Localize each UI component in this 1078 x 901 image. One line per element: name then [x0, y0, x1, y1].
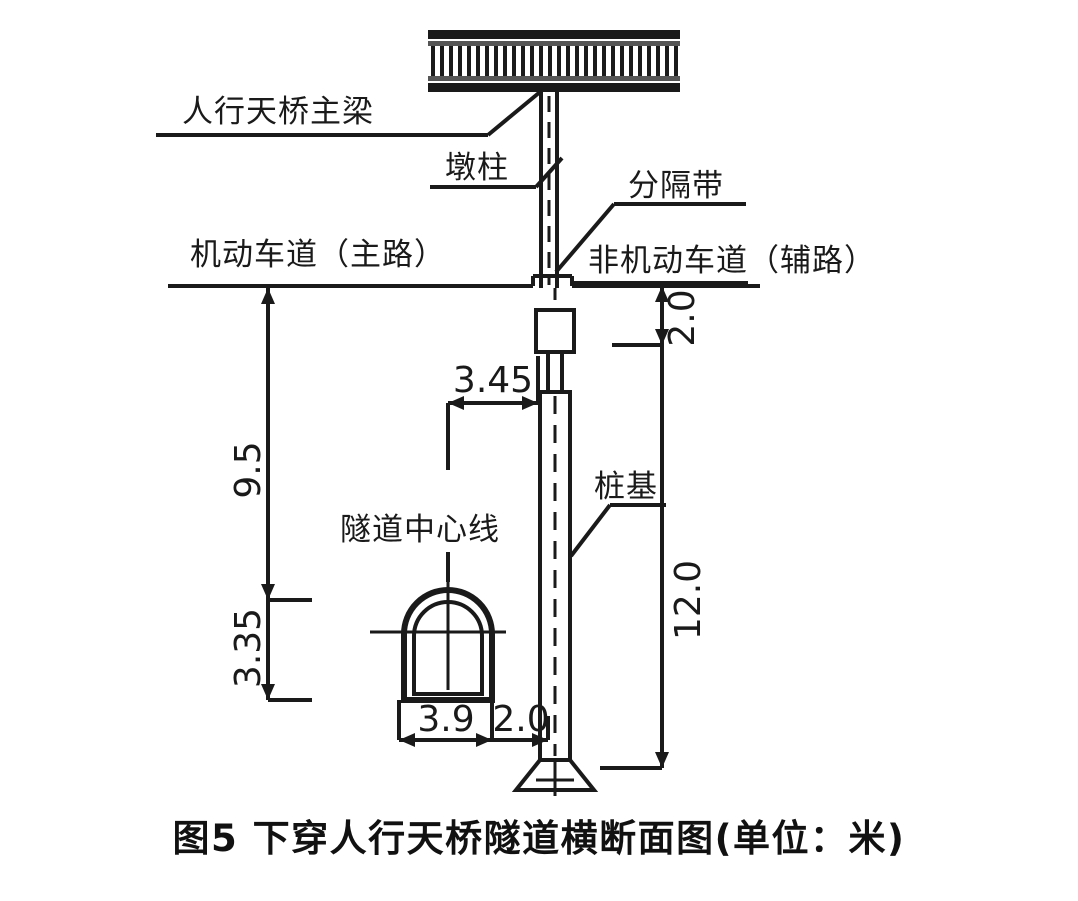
- dimension-cap-depth-2_0: 2.0: [612, 286, 703, 347]
- leader-pile-foundation: [569, 503, 666, 558]
- dimension-tunnel-height-3_35: 3.35: [228, 600, 312, 702]
- dimension-value-2_0-horizontal: 2.0: [492, 699, 549, 740]
- label-motor-lane: 机动车道（主路）: [190, 237, 446, 273]
- figure-caption: 图5 下穿人行天桥隧道横断面图(单位：米): [172, 817, 906, 860]
- dimension-value-12_0: 12.0: [668, 560, 709, 640]
- pile-shaft-graphic: [511, 390, 599, 796]
- label-median-strip: 分隔带: [628, 168, 724, 204]
- label-pier-column: 墩柱: [445, 150, 509, 186]
- dimension-pile-length-12_0: 12.0: [600, 345, 709, 770]
- dimension-clearance-2_0: 2.0: [492, 699, 550, 747]
- dimension-depth-9_5: 9.5: [228, 288, 312, 602]
- footbridge-girder-graphic: [428, 30, 680, 92]
- tunnel-section-graphic: [370, 578, 506, 703]
- leader-pier-column: [430, 156, 564, 189]
- dimension-value-3_45: 3.45: [453, 360, 533, 401]
- label-pile-foundation: 桩基: [594, 469, 658, 505]
- dimension-value-3_9: 3.9: [417, 699, 474, 740]
- dimension-value-9_5: 9.5: [228, 441, 269, 498]
- ground-line: [168, 274, 760, 288]
- dimension-offset-3_45: 3.45: [446, 356, 540, 470]
- dimension-tunnel-width-3_9: 3.9: [397, 699, 494, 747]
- dimension-value-2_0-vertical: 2.0: [662, 289, 703, 346]
- label-non-motor-lane: 非机动车道（辅路）: [588, 243, 876, 279]
- pile-cap-graphic: [534, 288, 576, 392]
- leader-median-strip: [554, 202, 746, 274]
- label-footbridge-girder: 人行天桥主梁: [182, 94, 374, 130]
- dimension-value-3_35: 3.35: [228, 608, 269, 688]
- pier-column-graphic: [539, 92, 559, 288]
- label-tunnel-centerline: 隧道中心线: [340, 512, 500, 548]
- leader-footbridge-girder: [156, 90, 542, 137]
